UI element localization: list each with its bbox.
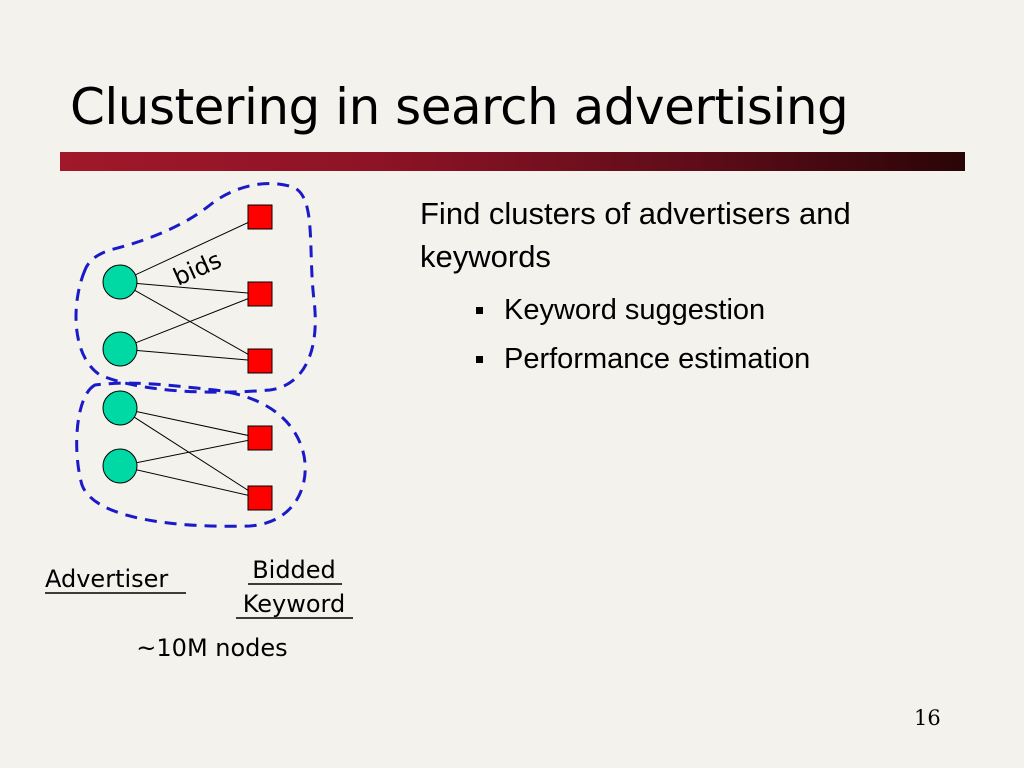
sub-bullet-list: Keyword suggestion Performance estimatio… <box>420 286 980 384</box>
bids-label: bids <box>169 246 226 292</box>
bid-edge <box>119 407 261 439</box>
bid-edge <box>119 293 261 350</box>
sub-bullet-performance-estimation: Performance estimation <box>420 335 980 384</box>
advertiser-label: Advertiser <box>45 565 168 593</box>
bidded-keyword-label-line2: Keyword <box>243 590 346 618</box>
bid-edge <box>119 281 261 295</box>
bid-edge <box>119 216 261 283</box>
bid-edge <box>119 348 261 362</box>
sub-bullet-keyword-suggestion: Keyword suggestion <box>420 286 980 335</box>
keyword-node <box>247 281 273 307</box>
square-bullet-icon <box>476 356 483 363</box>
keyword-node <box>247 204 273 230</box>
bid-edge <box>119 437 261 467</box>
advertiser-node <box>102 331 138 367</box>
advertiser-node <box>102 390 138 426</box>
keyword-node <box>247 425 273 451</box>
page-number: 16 <box>914 706 941 730</box>
sub-bullet-text: Keyword suggestion <box>504 294 766 326</box>
cluster-outline-upper <box>74 181 317 394</box>
square-bullet-icon <box>476 307 483 314</box>
keyword-node <box>247 348 273 374</box>
bid-edge <box>119 407 261 499</box>
title-rule <box>60 152 965 171</box>
bidded-keyword-label-line1: Bidded <box>252 556 336 584</box>
cluster-outline-lower <box>75 381 307 528</box>
advertiser-node <box>102 448 138 484</box>
bullet-list: Find clusters of advertisers and keyword… <box>420 192 980 384</box>
node-count-note: ~10M nodes <box>136 634 287 662</box>
bullet-main: Find clusters of advertisers and keyword… <box>420 196 851 274</box>
slide-title: Clustering in search advertising <box>70 78 849 136</box>
advertiser-node <box>102 264 138 300</box>
sub-bullet-text: Performance estimation <box>504 343 811 375</box>
keyword-node <box>247 485 273 511</box>
bid-edge <box>119 465 261 499</box>
